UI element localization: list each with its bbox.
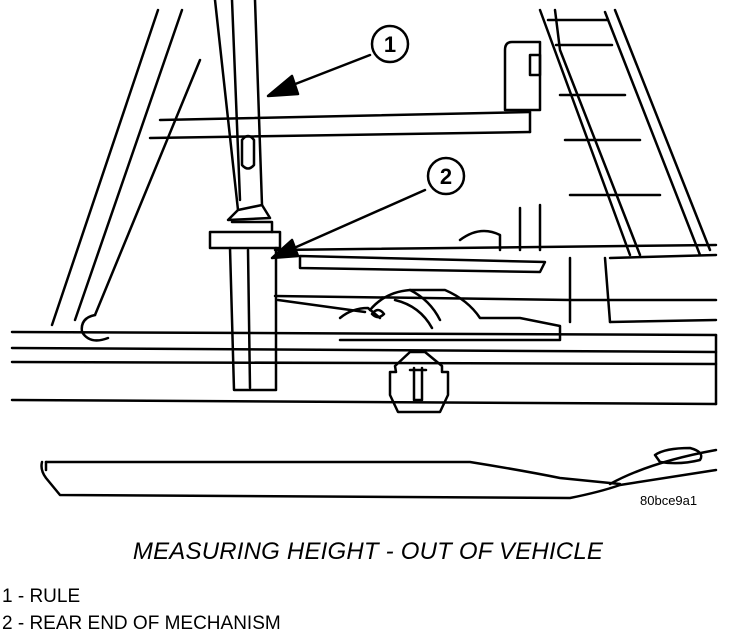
legend-item-rear-end-of-mechanism: 2 - REAR END OF MECHANISM bbox=[2, 613, 281, 634]
mechanism-body bbox=[276, 288, 562, 342]
callout-1-marker: 1 bbox=[370, 24, 410, 64]
right-frame bbox=[538, 8, 712, 257]
bottom-molding bbox=[40, 446, 718, 500]
clip-bracket bbox=[388, 350, 450, 414]
lower-rails bbox=[10, 313, 718, 406]
callout-1-number: 1 bbox=[384, 32, 396, 57]
track-rail bbox=[273, 203, 718, 324]
figure-id: 80bce9a1 bbox=[640, 493, 698, 508]
cross-bar bbox=[148, 110, 532, 140]
callout-2-number: 2 bbox=[440, 164, 452, 189]
callout-leaders bbox=[266, 53, 427, 260]
latch-block bbox=[503, 40, 542, 112]
figure-caption: MEASURING HEIGHT - OUT OF VEHICLE bbox=[132, 538, 604, 565]
callout-2-marker: 2 bbox=[426, 156, 466, 196]
left-pillar bbox=[50, 8, 202, 327]
legend-item-rule: 1 - RULE bbox=[2, 586, 81, 607]
sunroof-mechanism-illustration: 1 2 bbox=[10, 0, 718, 500]
rule bbox=[208, 0, 282, 392]
legend: 1 - RULE 2 - REAR END OF MECHANISM bbox=[2, 583, 281, 637]
